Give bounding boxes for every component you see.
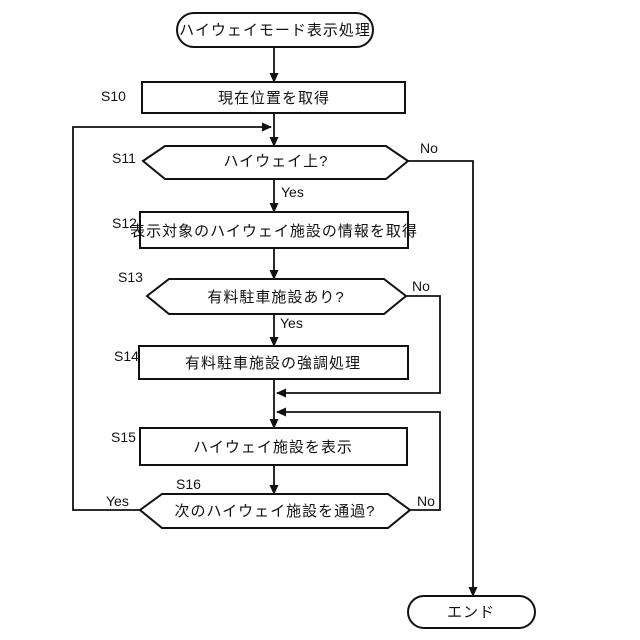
arrow-s16-no-merge [276,407,441,511]
node-label: 現在位置を取得 [218,90,330,107]
step-id-label: S16 [176,476,201,492]
branch-label-no: No [417,493,435,509]
edges [72,47,478,597]
step-id-label: S10 [101,88,126,104]
node-label: ハイウェイモード表示処理 [179,22,371,39]
process-box [141,81,406,114]
node-label: エンド [447,604,495,621]
arrow-s13-no-merge [276,295,441,398]
branch-label-yes: Yes [280,315,303,331]
terminator-shape [176,12,374,48]
decision-hexagon [145,278,408,315]
step-id-label: S13 [118,269,143,285]
node-label: ハイウェイ施設を表示 [193,439,353,456]
arrow-s11-no-to-end [408,160,478,597]
node-label: 表示対象のハイウェイ施設の情報を取得 [130,223,418,240]
branch-label-no: No [420,140,438,156]
node-label: 有料駐車施設の強調処理 [185,355,361,372]
node-s13: 有料駐車施設あり? S13 Yes No [118,269,430,331]
node-s10: 現在位置を取得 S10 [101,81,406,114]
node-start: ハイウェイモード表示処理 [176,12,374,48]
node-s16: 次のハイウェイ施設を通過? S16 Yes No [106,476,435,529]
step-id-label: S14 [114,348,139,364]
node-s12: 表示対象のハイウェイ施設の情報を取得 S12 [112,211,418,249]
decision-hexagon [138,493,412,529]
process-box [139,427,408,466]
node-s14: 有料駐車施設の強調処理 S14 [114,345,409,380]
process-box [138,345,409,380]
step-id-label: S11 [112,150,136,166]
step-id-label: S12 [112,215,137,231]
node-label: 有料駐車施設あり? [207,289,344,306]
node-s15: ハイウェイ施設を表示 S15 [111,427,408,466]
terminator-shape [407,595,536,629]
process-box [139,211,409,249]
node-end: エンド [407,595,536,629]
decision-hexagon [141,145,410,180]
branch-label-yes: Yes [281,184,304,200]
node-s11: ハイウェイ上? S11 Yes No [112,140,438,200]
step-id-label: S15 [111,429,136,445]
branch-label-yes: Yes [106,493,129,509]
arrow-s16-yes-loop [72,122,272,511]
node-label: ハイウェイ上? [223,153,328,170]
branch-label-no: No [412,278,430,294]
node-label: 次のハイウェイ施設を通過? [174,503,375,520]
